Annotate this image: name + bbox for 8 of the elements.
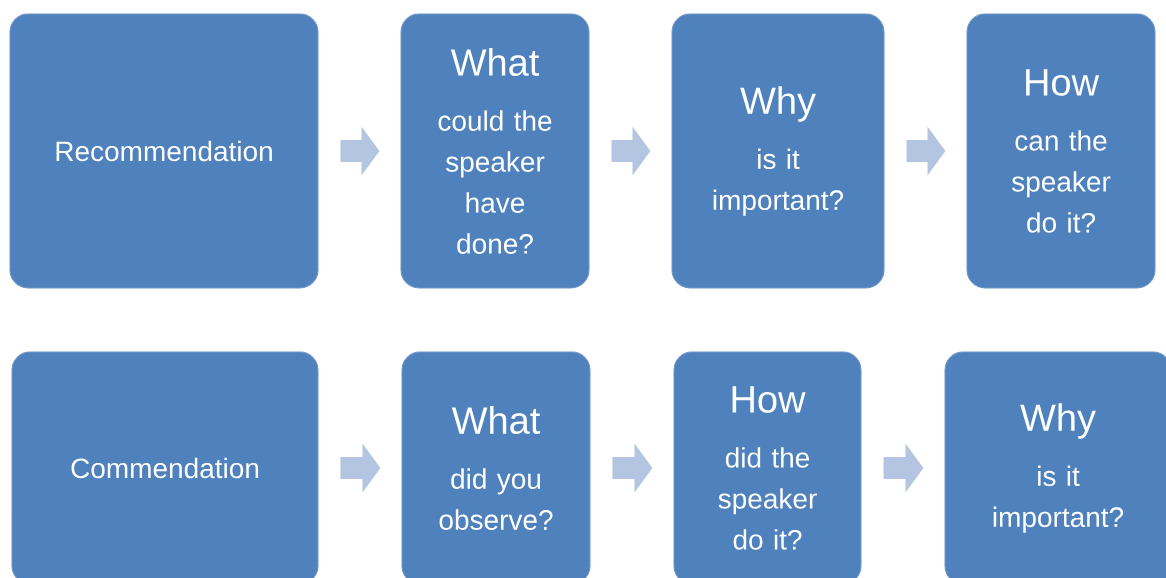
process-box: Why is it important? <box>671 13 885 289</box>
process-box: Commendation <box>11 351 319 578</box>
process-box: What did you observe? <box>401 351 591 578</box>
process-box: How did the speaker do it? <box>673 351 862 578</box>
process-box: What could the speaker have done? <box>400 13 590 289</box>
process-box: How can the speaker do it? <box>966 13 1156 289</box>
process-box: Recommendation <box>9 13 319 289</box>
process-box: Why is it important? <box>944 351 1166 578</box>
